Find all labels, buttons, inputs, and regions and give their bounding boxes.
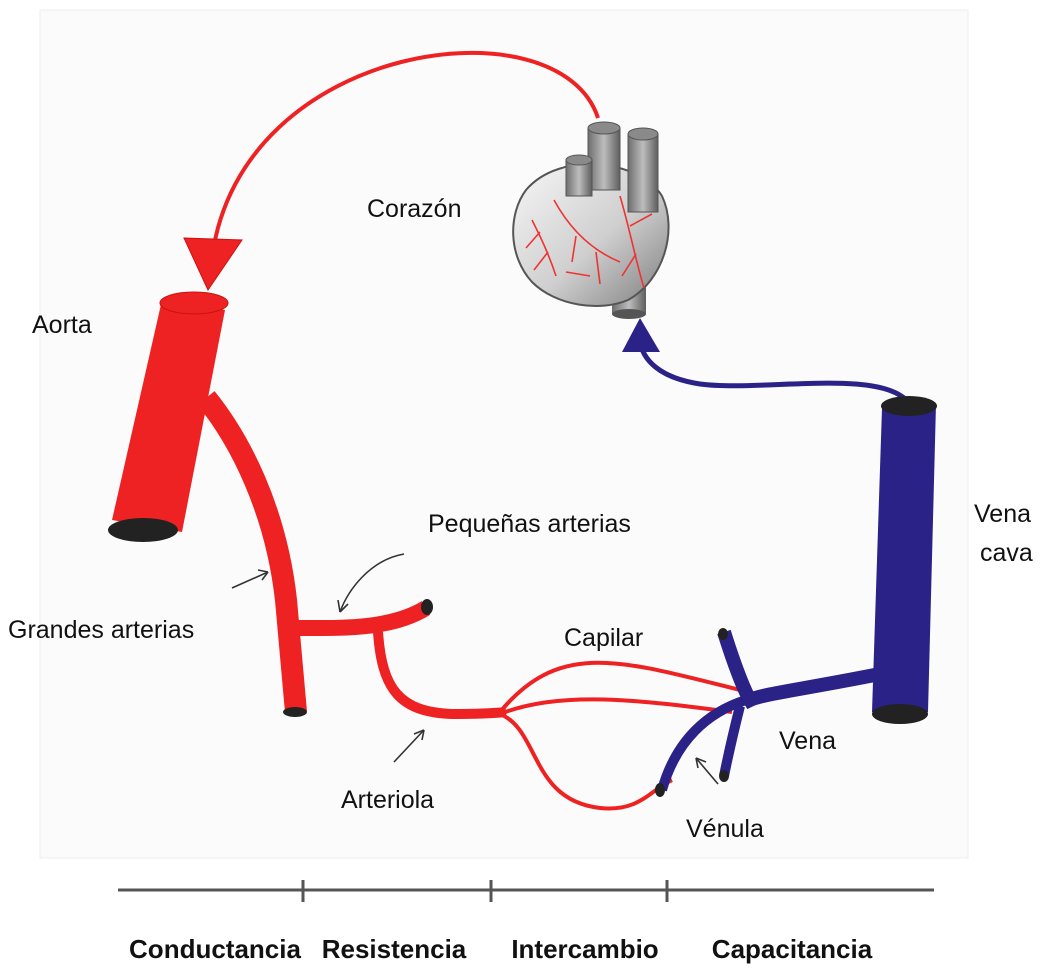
segment-capacitance: Capacitancia bbox=[712, 934, 873, 964]
label-arteriole: Arteriola bbox=[341, 786, 434, 814]
label-small-arteries: Pequeñas arterias bbox=[428, 510, 631, 538]
label-large-arteries: Grandes arterias bbox=[8, 616, 194, 644]
label-vena-cava-line2: cava bbox=[980, 539, 1033, 567]
segment-resistance: Resistencia bbox=[322, 934, 467, 964]
segment-exchange: Intercambio bbox=[511, 934, 658, 964]
label-venule: Vénula bbox=[686, 815, 764, 843]
vena-cava-vessel bbox=[872, 396, 937, 724]
label-aorta: Aorta bbox=[32, 311, 92, 339]
label-heart: Corazón bbox=[367, 195, 462, 223]
label-capillary: Capilar bbox=[564, 624, 643, 652]
segment-conductance: Conductancia bbox=[129, 934, 301, 964]
label-vein: Vena bbox=[779, 727, 836, 755]
functional-scale bbox=[118, 880, 934, 902]
label-vena-cava-line1: Vena bbox=[974, 500, 1031, 528]
